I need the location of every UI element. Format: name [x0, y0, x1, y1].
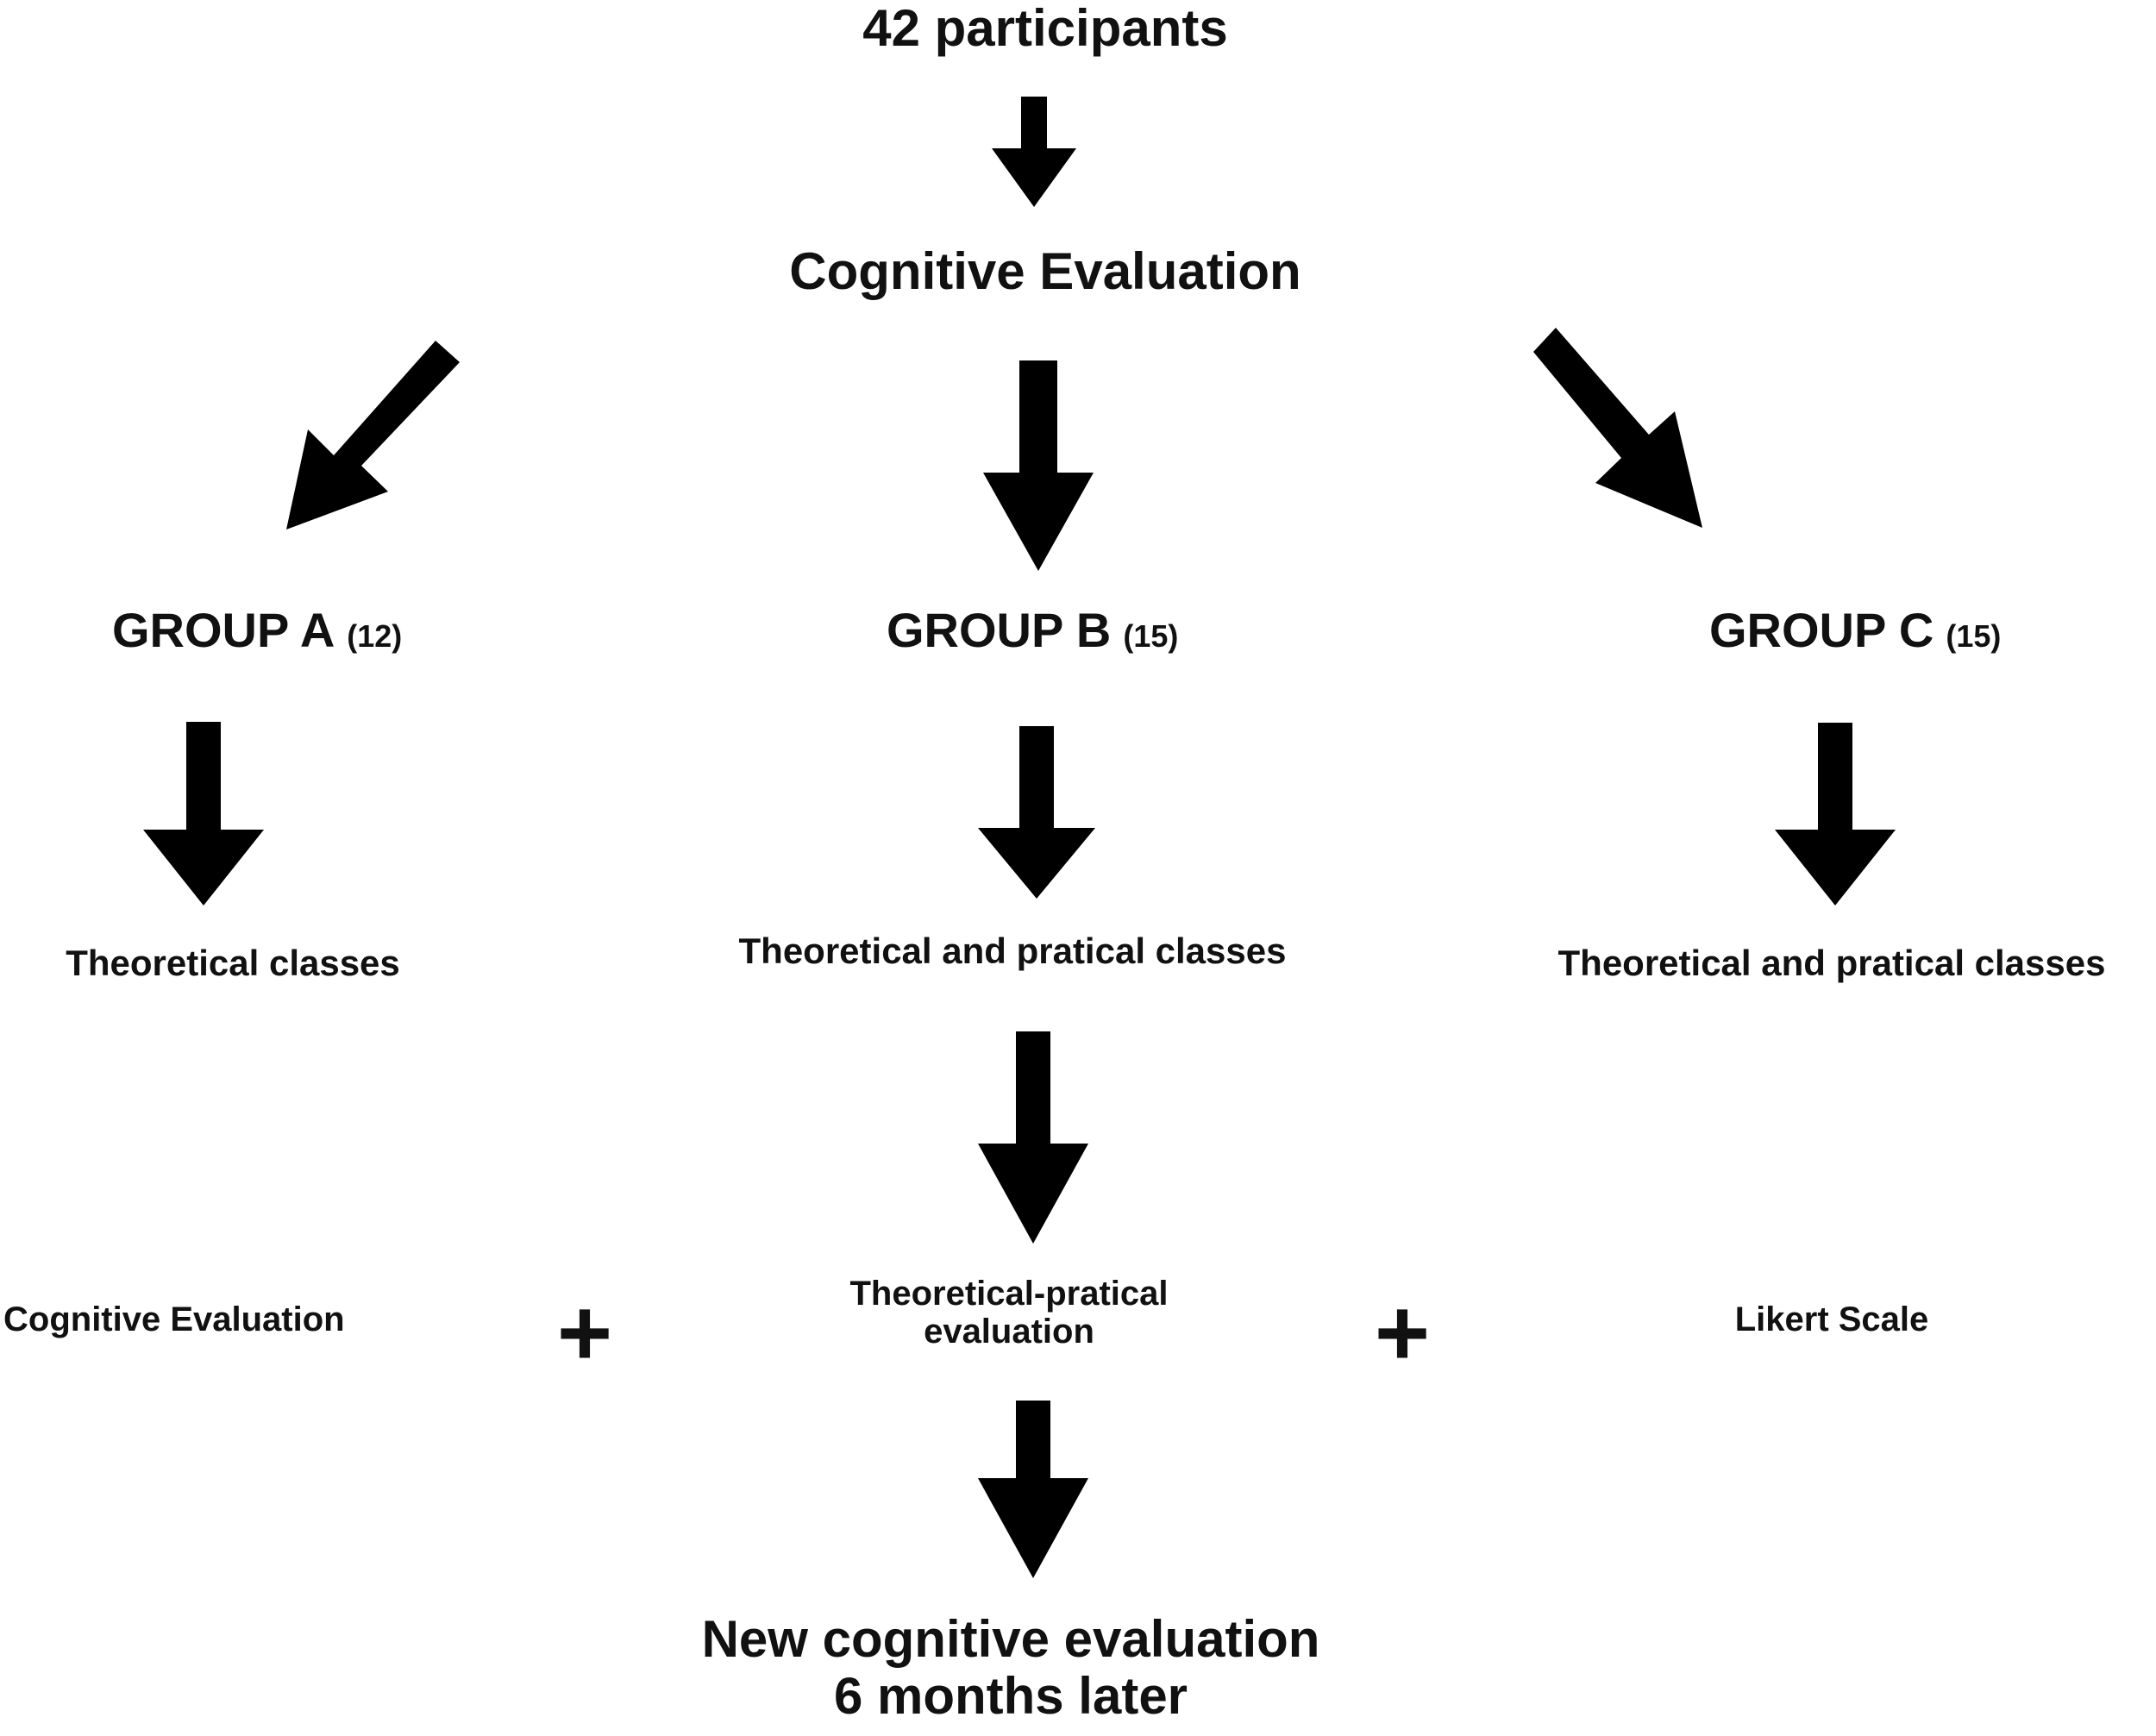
theoretical-pratical-line2: evaluation — [924, 1313, 1094, 1351]
cognitive-evaluation-node: Cognitive Evaluation — [789, 242, 1301, 300]
arrow-evaluation-to-group-a — [286, 341, 460, 530]
classes-c-node: Theoretical and pratical classes — [1557, 943, 2106, 983]
plus-sign-left: + — [556, 1280, 613, 1386]
classes-a-node: Theoretical classes — [66, 943, 400, 983]
arrow-evaluation-to-group-c — [1533, 328, 1702, 528]
arrow-group-c-to-classes — [1775, 723, 1896, 906]
group-b-node: GROUP B (15) — [887, 604, 1178, 657]
group-b-label: GROUP B — [887, 603, 1112, 657]
group-a-count: (12) — [347, 618, 403, 654]
group-c-count: (15) — [1946, 618, 2002, 654]
final-line1: New cognitive evaluation — [701, 1610, 1320, 1668]
arrow-group-a-to-classes — [143, 722, 264, 906]
cognitive-evaluation-result: Cognitive Evaluation — [3, 1300, 345, 1338]
group-a-label: GROUP A — [112, 603, 335, 657]
arrow-evaluation-to-group-b — [983, 360, 1094, 571]
final-line2: 6 months later — [833, 1667, 1188, 1725]
group-b-count: (15) — [1123, 618, 1179, 654]
theoretical-pratical-evaluation: Theoretical-pratical evaluation — [849, 1275, 1168, 1351]
group-c-label: GROUP C — [1709, 603, 1934, 657]
theoretical-pratical-line1: Theoretical-pratical — [849, 1275, 1169, 1313]
group-c-node: GROUP C (15) — [1709, 604, 2001, 657]
arrow-participants-to-evaluation — [992, 97, 1076, 207]
final-node: New cognitive evaluation 6 months later — [702, 1611, 1320, 1725]
group-a-node: GROUP A (12) — [112, 604, 402, 657]
participants-node: 42 participants — [862, 0, 1228, 57]
arrow-classes-to-evaluations — [978, 1031, 1088, 1244]
arrow-evaluations-to-final — [978, 1401, 1088, 1578]
likert-scale-node: Likert Scale — [1734, 1300, 1929, 1338]
classes-b-node: Theoretical and pratical classes — [738, 931, 1287, 971]
plus-sign-right: + — [1374, 1280, 1431, 1386]
arrow-group-b-to-classes — [978, 726, 1095, 899]
